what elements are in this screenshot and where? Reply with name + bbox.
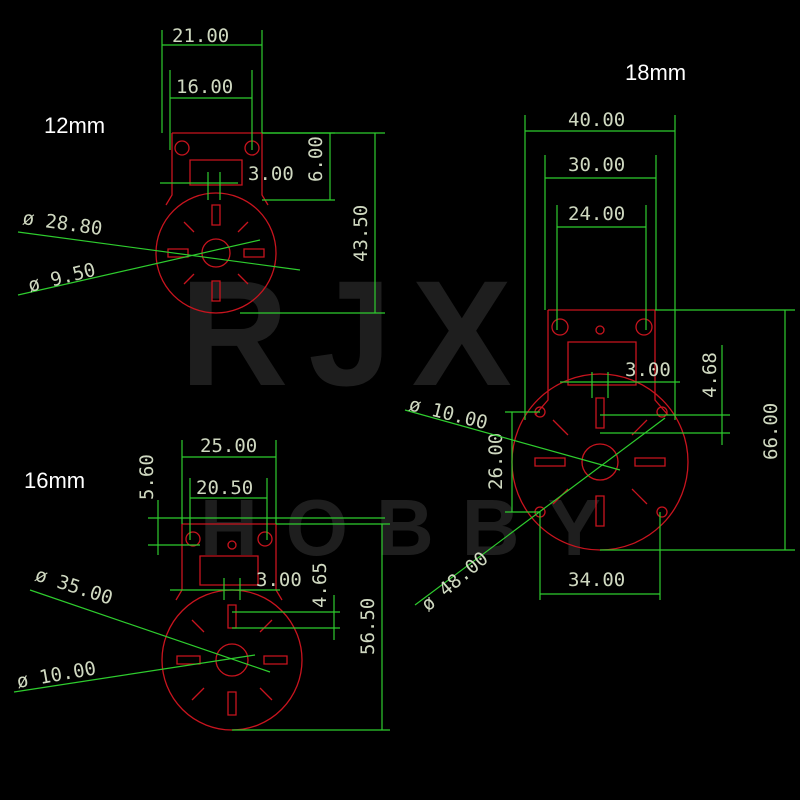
mount-18mm-dim-w2: 30.00 <box>568 154 625 176</box>
mount-16mm-dim-height: 56.50 <box>357 598 379 655</box>
mount-12mm-dim-outer-width: 21.00 <box>172 25 229 47</box>
mount-16mm-dim-slot: 3.00 <box>256 569 302 591</box>
mount-16mm-label: 16mm <box>24 468 85 493</box>
mount-18mm-dim-slot-height: 4.68 <box>699 352 721 398</box>
mount-18mm-dim-slot: 3.00 <box>625 359 671 381</box>
mount-12mm-dim-inner-width: 16.00 <box>176 76 233 98</box>
mount-18mm-dim-height: 66.00 <box>760 403 782 460</box>
mount-12mm-label: 12mm <box>44 113 105 138</box>
mount-12mm-dim-top: 6.00 <box>305 136 327 182</box>
mount-16mm-dim-inner-width: 20.50 <box>196 477 253 499</box>
mount-18mm-dim-hole-spacing: 26.00 <box>485 433 507 490</box>
mount-16mm-dim-top: 5.60 <box>136 454 158 500</box>
mount-12mm-dim-height: 43.50 <box>350 205 372 262</box>
mount-18mm-dim-w1: 40.00 <box>568 109 625 131</box>
mount-16mm-dim-slot-height: 4.65 <box>309 562 331 608</box>
watermark-hobby: HOBBY <box>200 483 629 572</box>
mount-18mm-label: 18mm <box>625 60 686 85</box>
mount-18mm-dim-w3: 24.00 <box>568 203 625 225</box>
mount-16mm-dim-outer-width: 25.00 <box>200 435 257 457</box>
watermark-rjx: RJX <box>180 249 532 417</box>
mount-18mm-dim-base: 34.00 <box>568 569 625 591</box>
mount-12mm-dim-slot: 3.00 <box>248 163 294 185</box>
